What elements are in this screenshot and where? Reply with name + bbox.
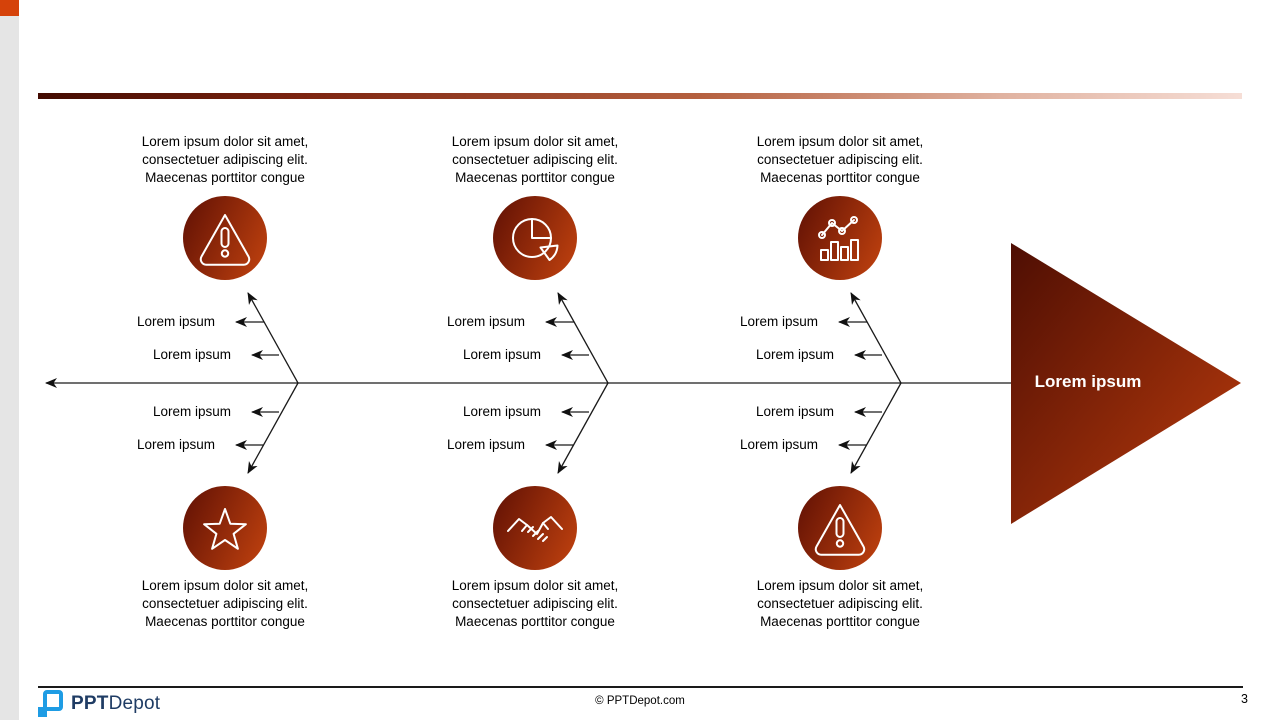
branch-label: Lorem ipsum (739, 314, 818, 329)
footer-copyright: © PPTDepot.com (595, 695, 685, 707)
cause-description-top-1: Lorem ipsum dolor sit amet, consectetuer… (141, 134, 309, 185)
handshake-icon (507, 516, 563, 542)
pptdepot-logo-icon (38, 690, 63, 717)
pie-chart-icon (512, 218, 559, 261)
header-gradient-bar (38, 93, 1242, 99)
bone-group-2 (545, 292, 609, 474)
accent-square (0, 0, 19, 16)
branch-label: Lorem ipsum (462, 404, 541, 419)
footer-divider (38, 686, 1243, 688)
bone-group-1 (235, 292, 299, 474)
warning-icon (199, 214, 251, 266)
bone-group-3 (838, 292, 902, 474)
branch-label: Lorem ipsum (136, 437, 215, 452)
cause-description-bottom-3: Lorem ipsum dolor sit amet, consectetuer… (756, 578, 924, 629)
page-number: 3 (1241, 692, 1248, 706)
branch-label: Lorem ipsum (152, 347, 231, 362)
star-icon (203, 508, 247, 550)
branch-label: Lorem ipsum (739, 437, 818, 452)
cause-circle-top-3 (798, 196, 882, 280)
branch-label: Lorem ipsum (136, 314, 215, 329)
branch-label: Lorem ipsum (755, 404, 834, 419)
effect-arrow (1011, 243, 1241, 524)
branch-label: Lorem ipsum (462, 347, 541, 362)
cause-description-top-2: Lorem ipsum dolor sit amet, consectetuer… (451, 134, 619, 185)
cause-circle-top-1 (183, 196, 267, 280)
cause-description-top-3: Lorem ipsum dolor sit amet, consectetuer… (756, 134, 924, 185)
cause-description-bottom-2: Lorem ipsum dolor sit amet, consectetuer… (451, 578, 619, 629)
warning-icon (814, 504, 866, 556)
pptdepot-logo-text: PPTDepot (71, 692, 161, 714)
cause-circle-top-2 (493, 196, 577, 280)
cause-circle-bottom-3 (798, 486, 882, 570)
cause-circle-bottom-1 (183, 486, 267, 570)
cause-description-bottom-1: Lorem ipsum dolor sit amet, consectetuer… (141, 578, 309, 629)
trend-chart-icon (818, 216, 859, 261)
left-sidebar-strip (0, 16, 19, 720)
effect-label: Lorem ipsum (1034, 372, 1142, 391)
branch-label: Lorem ipsum (152, 404, 231, 419)
branch-label: Lorem ipsum (755, 347, 834, 362)
pptdepot-logo: PPTDepot (38, 690, 160, 717)
cause-circle-bottom-2 (493, 486, 577, 570)
branch-label: Lorem ipsum (446, 437, 525, 452)
branch-label: Lorem ipsum (446, 314, 525, 329)
